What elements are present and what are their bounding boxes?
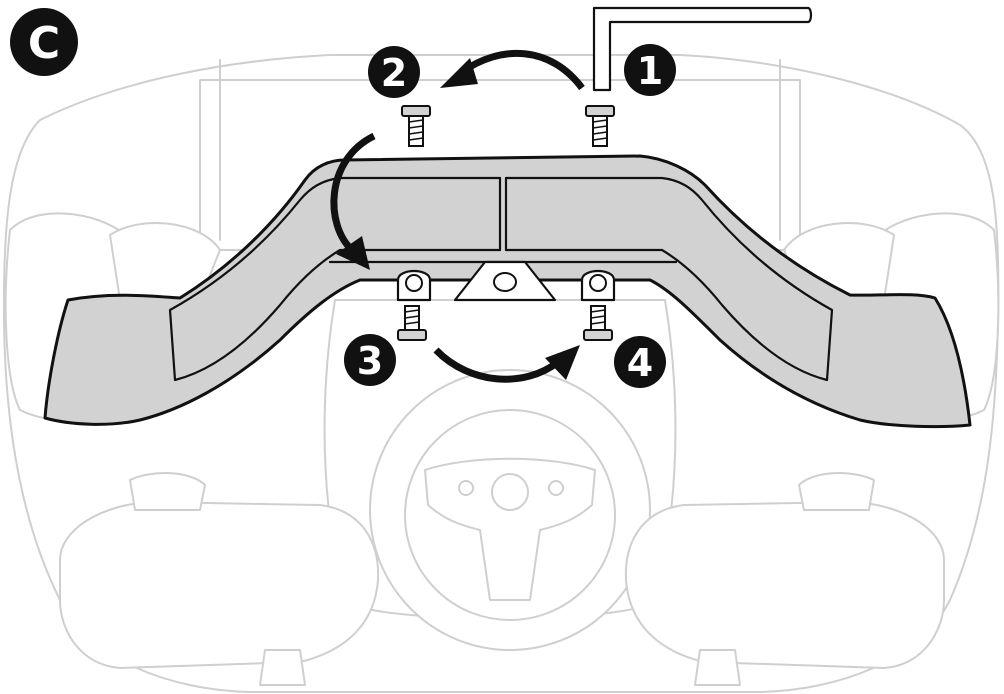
screw-icon xyxy=(583,305,613,341)
step-badge-3: 3 xyxy=(344,334,396,386)
panel-label-badge: C xyxy=(10,8,78,76)
right-paddle xyxy=(624,501,945,669)
svg-text:3: 3 xyxy=(357,339,383,383)
curved-arrow-icon xyxy=(433,345,580,383)
curved-arrow-icon xyxy=(440,49,585,91)
step-badge-4: 4 xyxy=(614,336,666,388)
screw-icon xyxy=(585,105,615,147)
allen-key-icon xyxy=(592,6,813,92)
svg-text:1: 1 xyxy=(637,49,663,93)
wheel-top-plate xyxy=(43,154,972,429)
step-badge-1: 1 xyxy=(624,44,676,96)
step-badge-2: 2 xyxy=(368,46,420,98)
svg-text:4: 4 xyxy=(627,341,653,385)
svg-text:C: C xyxy=(28,18,60,69)
left-paddle xyxy=(59,501,380,669)
curved-arrow-icon xyxy=(330,132,376,270)
screw-icon xyxy=(401,105,431,147)
svg-text:2: 2 xyxy=(381,51,407,95)
screw-icon xyxy=(397,305,427,341)
